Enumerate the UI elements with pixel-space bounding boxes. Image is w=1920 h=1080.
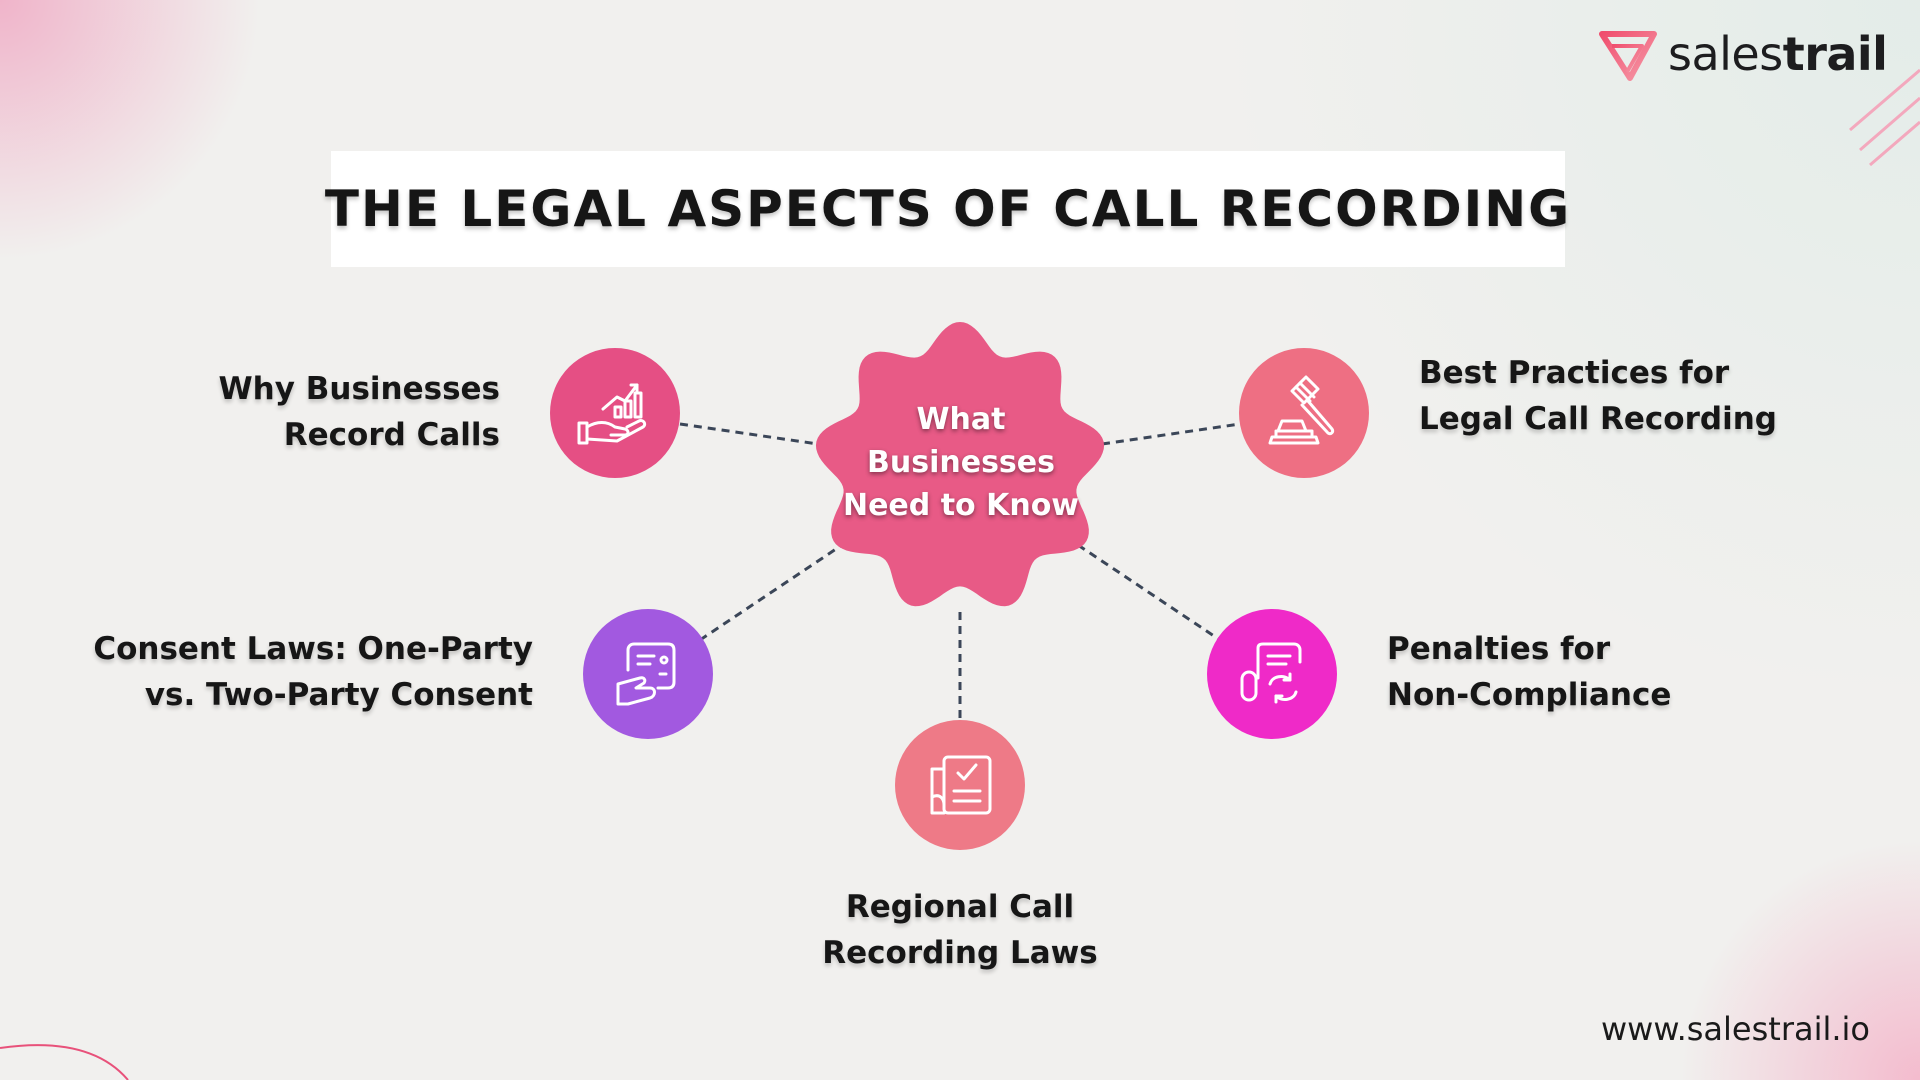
page-title: THE LEGAL ASPECTS OF CALL RECORDING [324, 180, 1572, 238]
label-line: Consent Laws: One-Party [93, 631, 533, 667]
salestrail-logo: salestrail [1598, 24, 1888, 84]
label-line: Best Practices for [1419, 355, 1730, 391]
website-url[interactable]: www.salestrail.io [1600, 1010, 1870, 1048]
decorative-curve [0, 1044, 129, 1080]
title-box: THE LEGAL ASPECTS OF CALL RECORDING [325, 151, 1569, 267]
document-refresh-icon [1240, 642, 1302, 704]
hand-document-icon [616, 642, 676, 706]
center-label: What Businesses Need to Know [818, 398, 1104, 527]
label-line: Record Calls [283, 417, 500, 453]
label-why-businesses-record-calls: Why Businesses Record Calls [218, 366, 500, 458]
label-line: Non-Compliance [1387, 677, 1672, 713]
center-label-line: Need to Know [842, 488, 1080, 523]
label-line: Recording Laws [822, 935, 1098, 971]
connector-why [679, 422, 819, 446]
label-best-practices: Best Practices for Legal Call Recording [1419, 350, 1777, 442]
node-why-businesses-record-calls [550, 348, 680, 478]
node-best-practices [1239, 348, 1369, 478]
connector-best [1101, 422, 1241, 446]
checklist-document-icon [930, 755, 992, 815]
center-badge-shape [815, 321, 1105, 607]
hand-growth-chart-icon [577, 383, 647, 445]
label-regional-laws: Regional Call Recording Laws [760, 884, 1160, 976]
label-consent-laws: Consent Laws: One-Party vs. Two-Party Co… [93, 626, 533, 718]
label-line: Penalties for [1387, 631, 1611, 667]
gavel-icon [1268, 375, 1335, 445]
node-regional-laws [895, 720, 1025, 850]
connector-consent [699, 543, 843, 642]
connector-penalties [1077, 543, 1221, 642]
node-consent-laws [583, 609, 713, 739]
label-line: Why Businesses [218, 371, 500, 407]
salestrail-logo-mark-icon [1599, 31, 1657, 81]
decorative-stripes [1849, 68, 1920, 167]
label-line: Regional Call [845, 889, 1075, 925]
center-label-line: What [916, 402, 1006, 437]
center-label-line: Businesses [867, 445, 1055, 480]
label-penalties: Penalties for Non-Compliance [1387, 626, 1671, 718]
label-line: vs. Two-Party Consent [144, 677, 533, 713]
brand-name: salestrail [1668, 27, 1888, 81]
label-line: Legal Call Recording [1419, 401, 1777, 437]
node-penalties [1207, 609, 1337, 739]
